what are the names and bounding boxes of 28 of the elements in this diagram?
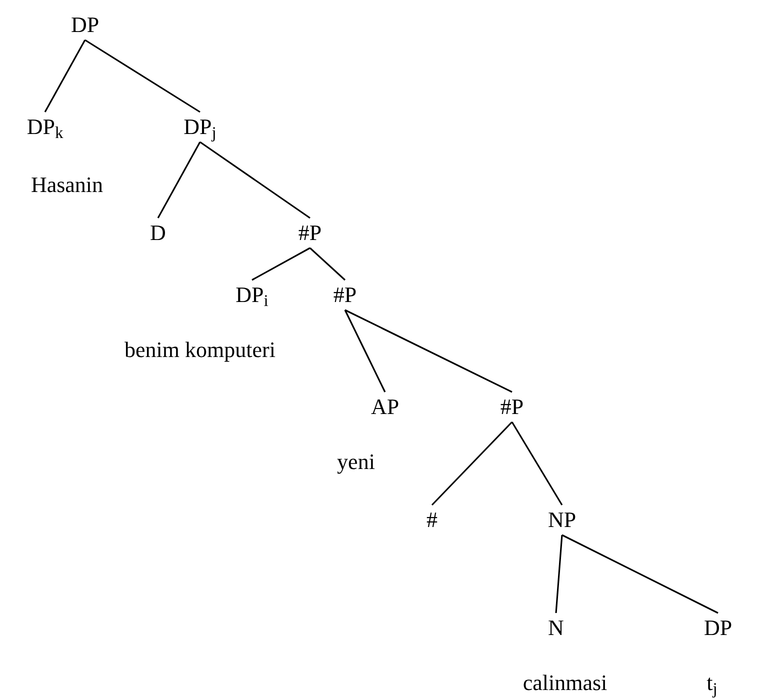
tree-branch: [511, 422, 563, 506]
category-label: #P: [333, 284, 357, 306]
tree-branch: [309, 247, 346, 281]
tree-branch: [562, 534, 718, 614]
tree-branch: [555, 534, 563, 614]
category-label: N: [548, 617, 564, 639]
word-label: benim komputeri: [124, 339, 276, 361]
category-label: DP$_{k}$: [26, 116, 64, 138]
category-label: DP: [704, 617, 732, 639]
tree-branch: [344, 310, 386, 392]
category-label: NP: [548, 509, 576, 531]
category-label: #P: [500, 396, 524, 418]
category-label: DP: [70, 14, 100, 36]
tree-branch: [84, 39, 200, 113]
word-label: yeni: [337, 451, 375, 473]
category-label: #P: [298, 222, 322, 244]
tree-branch: [200, 141, 310, 219]
tree-branch: [431, 421, 513, 506]
category-label: DP$_{i}$: [236, 284, 268, 306]
category-label: AP: [370, 396, 400, 418]
tree-branch: [44, 40, 86, 112]
tree-branch: [252, 247, 310, 281]
word-label: calinmasi: [522, 672, 608, 694]
word-label: Hasanin: [30, 174, 104, 196]
category-label: #: [426, 509, 438, 531]
tree-branch: [344, 309, 512, 393]
tree-branch: [157, 142, 201, 218]
category-label: D: [150, 222, 166, 244]
